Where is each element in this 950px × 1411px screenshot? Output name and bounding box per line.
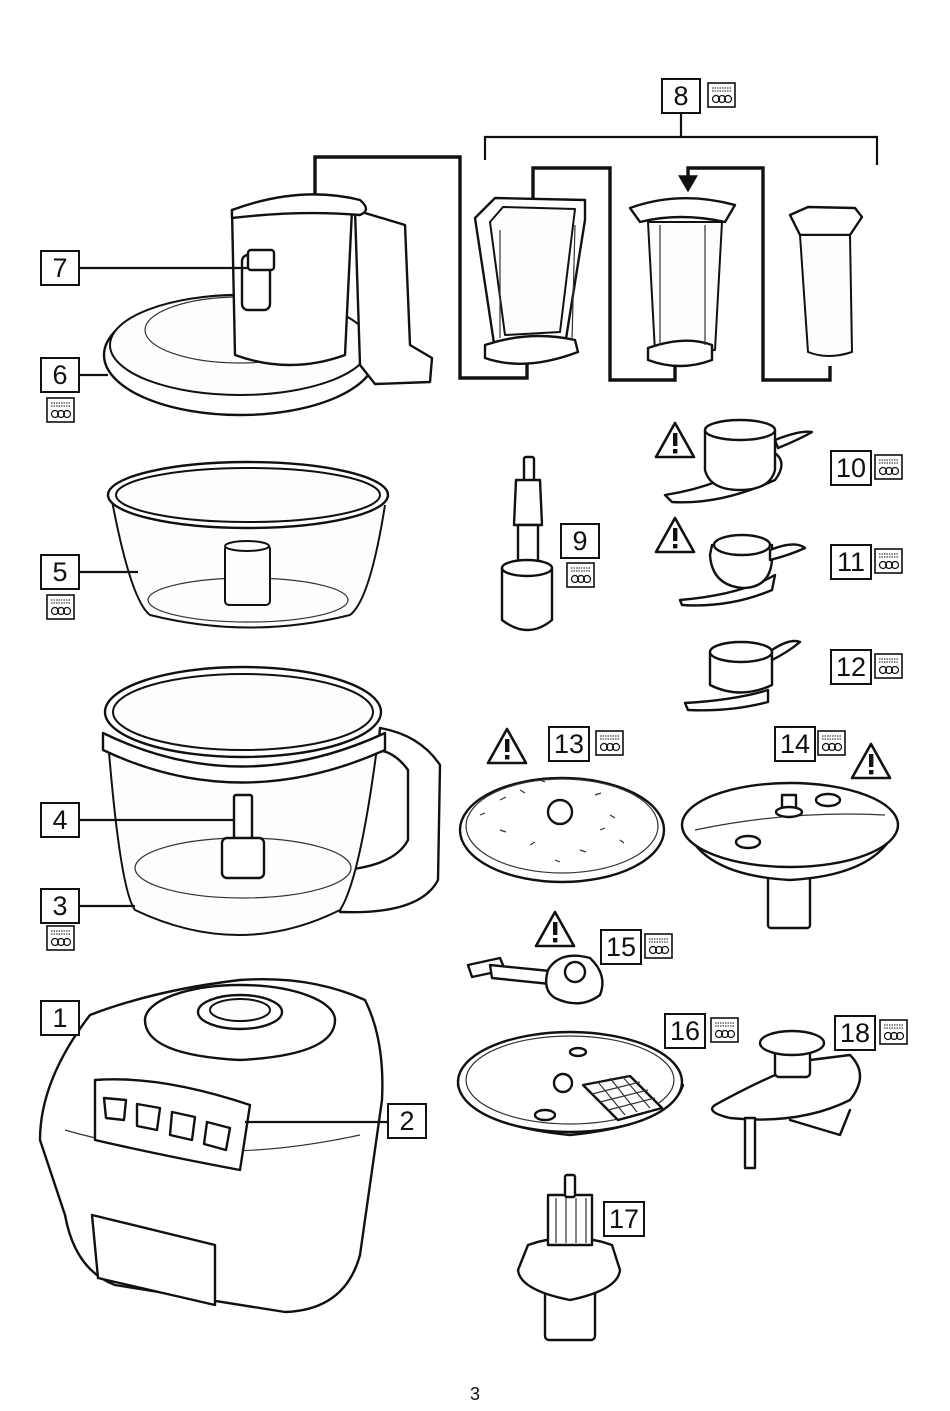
spindle-shaft: [502, 457, 552, 630]
pusher-large: [475, 198, 585, 364]
dishwasher-safe-icon: [818, 731, 845, 755]
scraper-tool-15: [468, 956, 602, 1004]
motor-base: [40, 979, 382, 1312]
callout-1: 1: [40, 1000, 80, 1036]
callout-9: 9: [560, 523, 600, 559]
pusher-small: [790, 207, 862, 356]
dishwasher-safe-icon: [875, 654, 902, 678]
callout-14: 14: [774, 726, 816, 762]
dishwasher-safe-icon: [47, 398, 74, 422]
lid-with-feed-tube: [104, 194, 432, 415]
dicing-adapter-17: [518, 1175, 620, 1340]
warning-triangle-icon: [656, 518, 694, 552]
callout-3: 3: [40, 888, 80, 924]
dishwasher-safe-icon: [47, 926, 74, 950]
inner-bowl: [108, 462, 388, 628]
bracket-8: [485, 112, 877, 165]
callout-13: 13: [548, 726, 590, 762]
lid-attachment-18: [712, 1031, 860, 1168]
callout-15: 15: [600, 929, 642, 965]
dishwasher-safe-icon: [596, 731, 623, 755]
blade-12: [685, 641, 800, 710]
blade-11: [680, 535, 805, 605]
warning-triangle-icon: [536, 912, 574, 946]
blade-10: [665, 420, 812, 502]
callout-17: 17: [603, 1201, 645, 1237]
callout-11: 11: [830, 544, 872, 580]
dishwasher-safe-icon: [567, 563, 594, 587]
main-bowl: [103, 667, 440, 935]
callout-2: 2: [387, 1103, 427, 1139]
pusher-medium: [630, 198, 735, 366]
dishwasher-safe-icon: [875, 549, 902, 573]
dishwasher-safe-icon: [47, 595, 74, 619]
callout-18: 18: [834, 1015, 876, 1051]
warning-triangle-icon: [656, 423, 694, 457]
dishwasher-safe-icon: [875, 455, 902, 479]
dishwasher-safe-icon: [711, 1018, 738, 1042]
page-number: 3: [0, 1384, 950, 1405]
callout-12: 12: [830, 649, 872, 685]
warning-triangle-icon: [488, 729, 526, 763]
callout-4: 4: [40, 802, 80, 838]
warning-triangle-icon: [852, 744, 890, 778]
dishwasher-safe-icon: [880, 1020, 907, 1044]
dishwasher-safe-icon: [708, 83, 735, 107]
callout-10: 10: [830, 450, 872, 486]
callout-5: 5: [40, 554, 80, 590]
dishwasher-safe-icon: [645, 934, 672, 958]
grating-disc-13: [460, 778, 664, 882]
callout-7: 7: [40, 250, 80, 286]
callout-16: 16: [664, 1013, 706, 1049]
callout-8: 8: [661, 78, 701, 114]
slicing-disc-14: [682, 783, 898, 928]
callout-6: 6: [40, 357, 80, 393]
dicing-disc-16: [458, 1032, 683, 1135]
